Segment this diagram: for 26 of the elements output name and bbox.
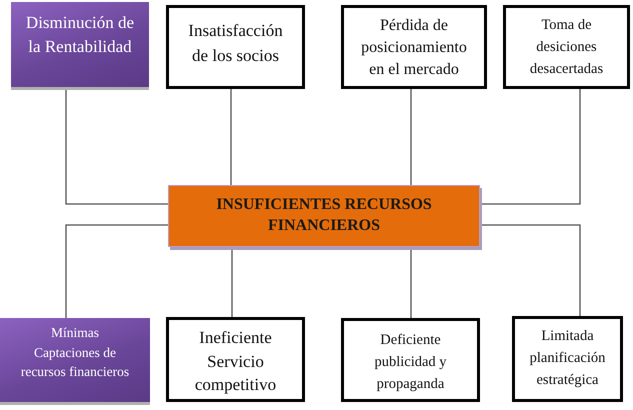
effect-box (341, 5, 487, 89)
effect-label: Insatisfacción de los socios (187, 20, 284, 67)
connector-line (480, 224, 581, 316)
effect-label: Disminución de la Rentabilidad (24, 12, 136, 58)
effect-box (503, 5, 630, 89)
effect-label: Deficiente publicidad y propaganda (373, 331, 448, 394)
effect-box (341, 318, 480, 402)
connector-line (410, 89, 412, 185)
effect-box (512, 316, 623, 402)
problem-box (168, 185, 480, 247)
effect-box (166, 5, 305, 89)
effect-box (0, 318, 150, 402)
connector-line (480, 89, 581, 205)
problem-label: INSUFICIENTES RECURSOS FINANCIEROS (215, 195, 433, 236)
connector-line (410, 247, 412, 318)
effect-label: Mínimas Captaciones de recursos financieros (20, 324, 130, 381)
effect-label: Ineficiente Servicio competitivo (194, 327, 278, 396)
connector-line (231, 247, 233, 317)
effect-box (11, 2, 149, 87)
connector-line (230, 89, 232, 185)
effect-box (166, 317, 305, 402)
effect-label: Pérdida de posicionamiento en el mercado (360, 16, 468, 80)
effect-label: Toma de desiciones desacertadas (528, 16, 604, 79)
effect-label: Limitada planificación estratégica (528, 327, 606, 390)
connector-line (65, 224, 168, 318)
connector-line (65, 87, 168, 205)
